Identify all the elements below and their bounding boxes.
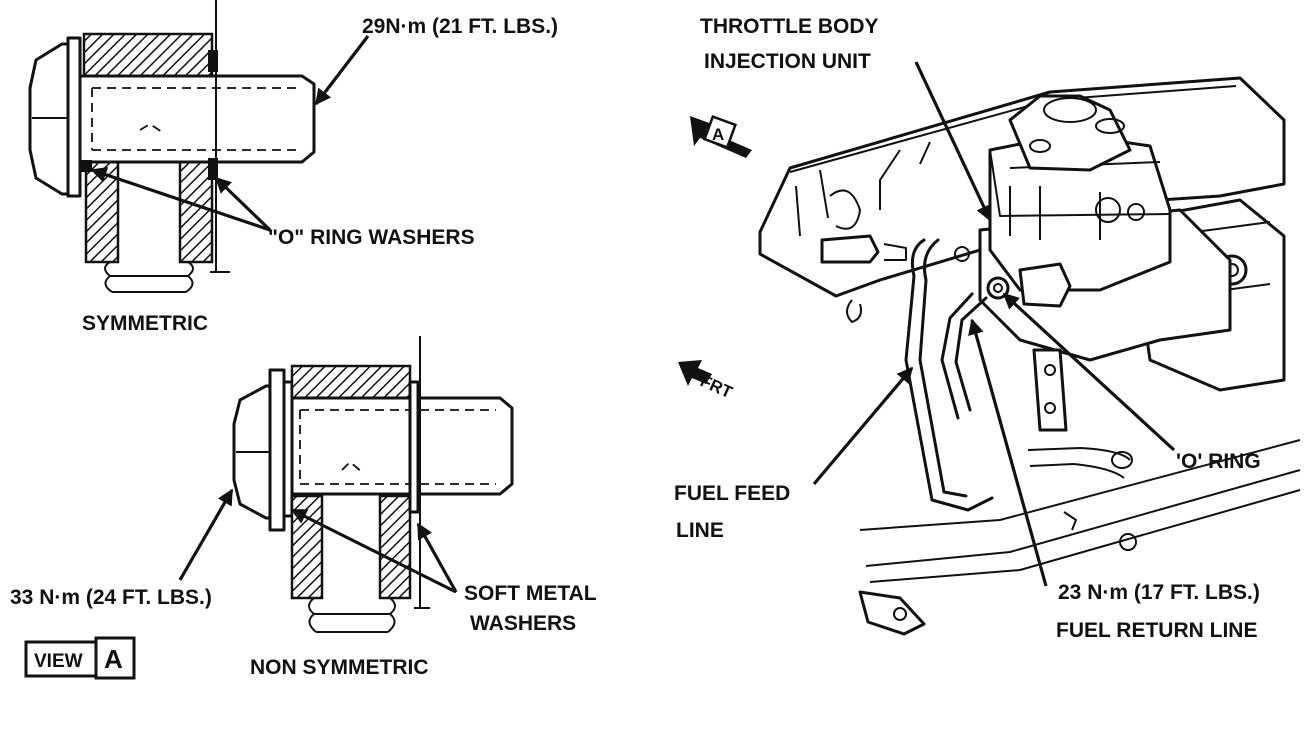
symmetric-caption: SYMMETRIC [82,312,208,335]
throttle-body-label-line2: INJECTION UNIT [704,50,871,73]
symmetric-fitting [28,0,316,293]
symmetric-body-lower-right-hatch [178,160,214,264]
soft-metal-washers-label-line1: SOFT METAL [464,582,597,605]
view-a-label: VIEW A [24,636,136,680]
non-symmetric-caption: NON SYMMETRIC [250,656,429,679]
non-symmetric-fitting [232,336,514,633]
symmetric-o-ring-washer-left [80,160,92,172]
o-ring-label: 'O' RING [1176,450,1261,473]
non-symmetric-body-upper-hatch [290,364,412,400]
symmetric-torque-label: 29N·m (21 FT. LBS.) [362,15,558,38]
fuel-return-label: FUEL RETURN LINE [1056,619,1257,642]
throttle-body-label-line1: THROTTLE BODY [700,15,879,38]
o-ring-washer-arrow-left [90,167,271,232]
symmetric-o-ring-washer-right [208,158,218,180]
soft-metal-washers-label-line2: WASHERS [470,612,576,635]
view-word: VIEW [34,651,83,672]
frt-label: FRT [697,371,735,402]
fuel-feed-label-line2: LINE [676,519,724,542]
return-torque-label: 23 N·m (17 FT. LBS.) [1058,581,1260,604]
o-ring-washers-label: "O" RING WASHERS [268,226,475,249]
o-ring-part [954,246,970,262]
fuel-feed-arrow [812,366,914,486]
symmetric-body-upper-hatch [82,32,214,78]
o-ring-washer-arrow-right [214,176,272,232]
o-ring-arrow [1002,292,1176,452]
return-torque-arrow [968,318,1048,587]
fuel-return-line [940,292,974,420]
soft-metal-washer-arrow-left [290,508,457,594]
front-direction-arrow-icon: FRT [678,360,736,402]
non-symmetric-tube [308,597,396,633]
fuel-feed-line [904,238,994,512]
non-symmetric-body-lower-right-hatch [378,494,412,600]
symmetric-torque-arrow [314,35,370,106]
view-a-marker-icon: A [690,115,752,158]
view-marker-letter: A [712,125,724,144]
symmetric-tube [104,261,194,293]
soft-metal-washer-arrow-right [416,522,458,593]
engine-assembly [758,76,1301,636]
fitting-nut [1018,262,1072,308]
symmetric-head-washer [66,36,82,198]
non-symmetric-head-washer [268,368,286,532]
fuel-feed-label-line1: FUEL FEED [674,482,790,505]
lower-engine-rail [859,439,1301,583]
non-symmetric-torque-label: 33 N·m (24 FT. LBS.) [10,586,212,609]
non-symmetric-torque-arrow [178,488,234,581]
non-symmetric-bolt-shank [290,396,514,496]
view-letter: A [104,644,123,674]
throttle-body-arrow [914,61,992,222]
